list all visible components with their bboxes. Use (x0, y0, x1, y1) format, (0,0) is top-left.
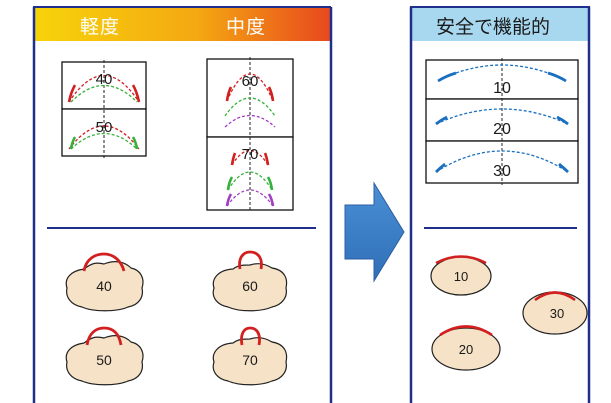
grid-label-50: 50 (96, 119, 113, 136)
bump-label-10: 10 (454, 269, 468, 284)
left-header-bar (33, 7, 331, 41)
bump-label-20: 20 (459, 342, 473, 357)
head-bump-icon: 20 (431, 325, 501, 371)
moderate-grid: 60 70 (206, 57, 294, 212)
grid-label-70: 70 (242, 146, 259, 163)
grid-label-60: 60 (242, 73, 259, 90)
grid-label-30: 30 (493, 163, 511, 180)
head-bump-icon: 50 (65, 326, 144, 386)
bump-label-40: 40 (96, 278, 112, 294)
bump-label-30: 30 (550, 306, 564, 321)
right-bumps: 10 30 20 (430, 255, 588, 371)
head-bump-icon: 60 (212, 250, 288, 312)
head-bump-icon: 10 (430, 255, 492, 296)
grid-label-10: 10 (493, 80, 511, 97)
head-bump-icon: 70 (212, 326, 288, 386)
left-bumps: 40 60 50 70 (65, 250, 288, 386)
safe-grid: 10 20 30 (425, 58, 579, 185)
bump-label-70: 70 (242, 352, 258, 368)
head-bump-icon: 40 (65, 252, 144, 312)
head-bump-icon: 30 (522, 291, 588, 335)
header-moderate: 中度 (226, 16, 267, 38)
right-panel: 10 20 30 10 30 20 (409, 6, 591, 403)
mild-grid: 40 50 (61, 60, 147, 158)
left-panel: 40 50 60 70 (32, 6, 333, 403)
bump-label-50: 50 (96, 352, 112, 368)
header-safe-functional: 安全で機能的 (436, 16, 551, 38)
grid-label-40: 40 (96, 71, 113, 88)
grid-label-20: 20 (493, 121, 511, 138)
right-arrow-icon (344, 181, 405, 283)
header-mild: 軽度 (80, 16, 121, 38)
right-header-bar (410, 7, 590, 41)
bump-label-60: 60 (242, 278, 258, 294)
